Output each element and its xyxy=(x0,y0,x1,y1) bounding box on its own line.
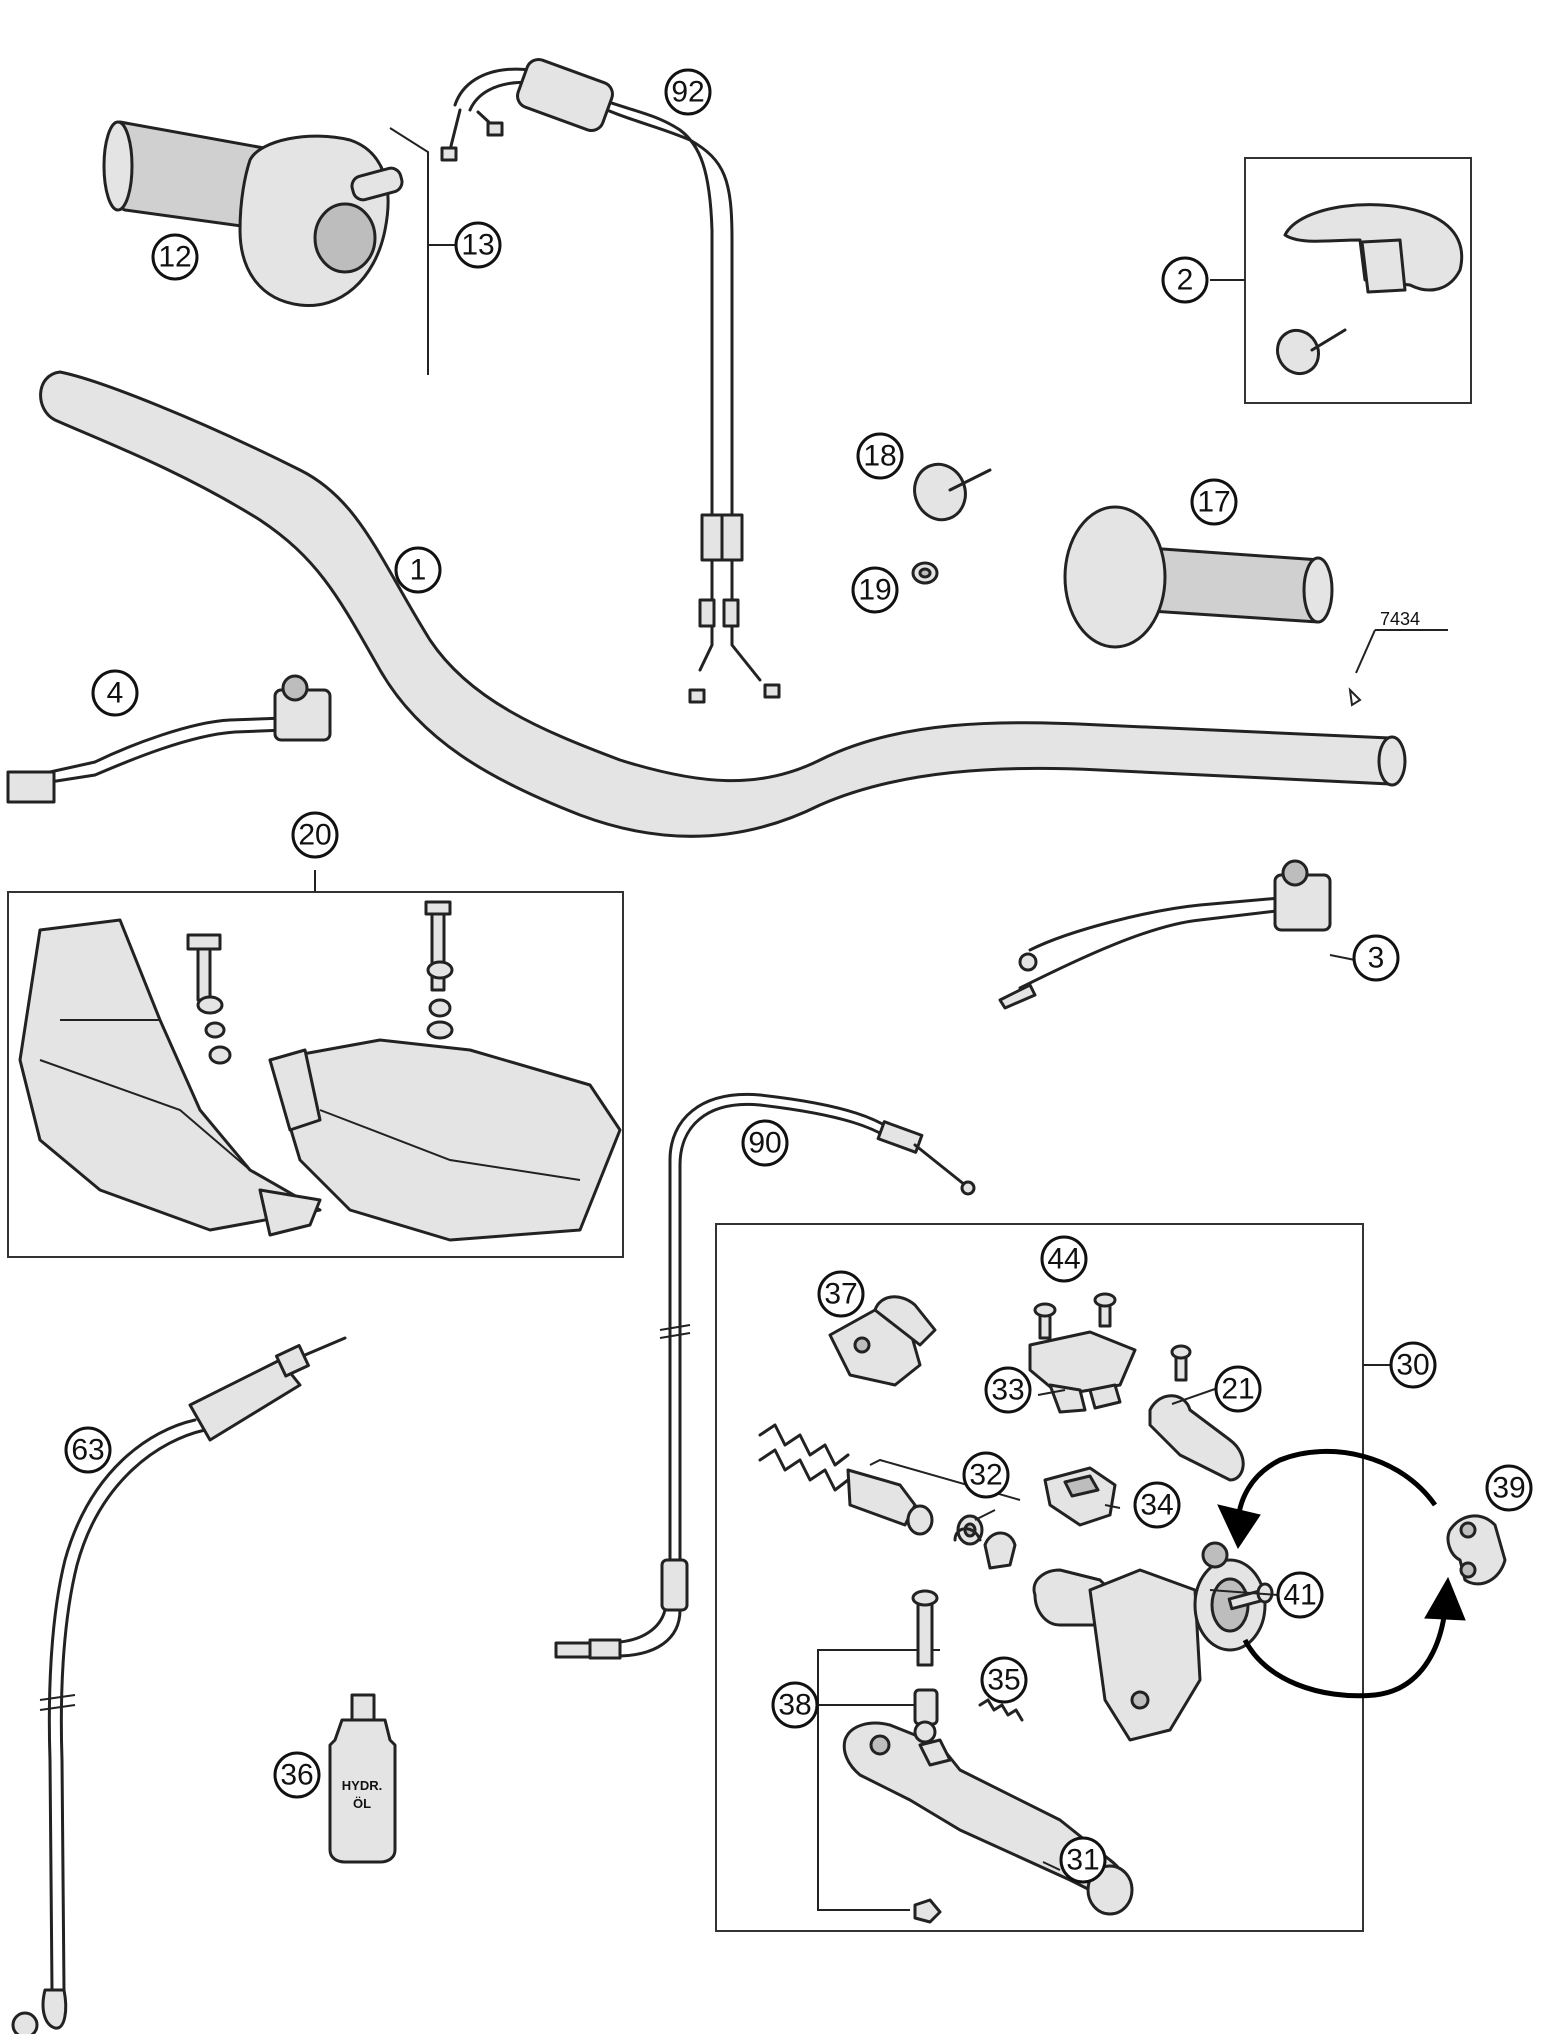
lever-pivot-hardware xyxy=(817,1589,942,1924)
callout-44: 44 xyxy=(1040,1235,1088,1283)
callout-12: 12 xyxy=(151,233,199,281)
lever-adjuster xyxy=(1148,1344,1245,1482)
svg-text:39: 39 xyxy=(1492,1472,1525,1505)
callout-39: 39 xyxy=(1485,1464,1533,1512)
svg-text:32: 32 xyxy=(969,1459,1002,1492)
svg-text:30: 30 xyxy=(1396,1349,1429,1382)
assembly-rotation-arrows xyxy=(1217,1448,1466,1699)
callout-63: 63 xyxy=(64,1426,112,1474)
handguard-right xyxy=(268,1038,622,1242)
handlebar xyxy=(39,370,1448,838)
reservoir-screws xyxy=(1033,1292,1117,1340)
svg-text:31: 31 xyxy=(1066,1844,1099,1877)
bottle-label-line1: HYDR. xyxy=(342,1778,382,1793)
bar-end-cap xyxy=(1283,203,1464,294)
svg-text:12: 12 xyxy=(158,241,191,274)
brake-line xyxy=(11,1336,347,2034)
svg-text:18: 18 xyxy=(863,440,896,473)
hydraulic-oil-bottle: HYDR. ÖL xyxy=(328,1693,397,1864)
callout-21: 21 xyxy=(1214,1365,1262,1413)
reference-code: 7434 xyxy=(1380,609,1420,629)
handlebar-clamp xyxy=(1446,1514,1507,1586)
svg-text:92: 92 xyxy=(671,76,704,109)
svg-text:17: 17 xyxy=(1197,486,1230,519)
callout-31: 31 xyxy=(1059,1836,1107,1884)
kill-switch-left xyxy=(6,674,332,804)
callout-41: 41 xyxy=(1276,1571,1324,1619)
handguard-left xyxy=(18,918,322,1237)
svg-text:20: 20 xyxy=(298,819,331,852)
callout-3: 3 xyxy=(1352,934,1400,982)
grease-drop-icon xyxy=(1348,687,1362,707)
callout-32: 32 xyxy=(962,1451,1010,1499)
master-cylinder-kit-frame xyxy=(715,1223,1364,1932)
svg-text:2: 2 xyxy=(1177,264,1194,297)
callout-1: 1 xyxy=(394,546,442,594)
reservoir-cover xyxy=(1028,1330,1137,1414)
handguard-hardware-right xyxy=(424,900,454,1040)
svg-text:44: 44 xyxy=(1047,1243,1080,1276)
cable-tie xyxy=(913,462,992,522)
callout-20: 20 xyxy=(291,811,339,859)
svg-text:63: 63 xyxy=(71,1434,104,1467)
callout-35: 35 xyxy=(980,1656,1028,1704)
callout-2: 2 xyxy=(1161,256,1209,304)
callout-90: 90 xyxy=(741,1119,789,1167)
svg-text:36: 36 xyxy=(280,1759,313,1792)
lever-spring xyxy=(978,1698,1024,1722)
svg-text:4: 4 xyxy=(107,677,124,710)
svg-text:90: 90 xyxy=(748,1127,781,1160)
throttle-cables xyxy=(440,57,781,704)
leader-lines xyxy=(974,279,1356,1871)
callout-38: 38 xyxy=(771,1681,819,1729)
svg-text:1: 1 xyxy=(410,554,427,587)
svg-text:41: 41 xyxy=(1283,1579,1316,1612)
svg-text:19: 19 xyxy=(858,574,891,607)
callout-30: 30 xyxy=(1389,1341,1437,1389)
callout-19: 19 xyxy=(851,566,899,614)
reservoir-diaphragm xyxy=(1043,1466,1117,1527)
svg-text:35: 35 xyxy=(987,1664,1020,1697)
callout-34: 34 xyxy=(1133,1481,1181,1529)
callout-33: 33 xyxy=(984,1366,1032,1414)
left-grip xyxy=(1063,505,1334,649)
callout-36: 36 xyxy=(273,1751,321,1799)
kill-switch-right xyxy=(998,859,1332,1010)
svg-text:37: 37 xyxy=(824,1278,857,1311)
clamp-bolt xyxy=(1227,1582,1274,1611)
lever-mount-bracket xyxy=(828,1295,937,1387)
svg-text:33: 33 xyxy=(991,1374,1024,1407)
cable-tie-small xyxy=(1275,328,1347,376)
callout-37: 37 xyxy=(817,1270,865,1318)
callout-13: 13 xyxy=(454,221,502,269)
throttle-housing xyxy=(238,127,455,375)
svg-text:21: 21 xyxy=(1221,1373,1254,1406)
svg-text:38: 38 xyxy=(778,1689,811,1722)
brake-lever xyxy=(842,1720,1134,1916)
clamp-ring xyxy=(911,561,939,585)
master-cylinder-body xyxy=(1032,1541,1267,1742)
svg-text:3: 3 xyxy=(1368,942,1385,975)
piston-spring xyxy=(758,1423,1021,1570)
callout-92: 92 xyxy=(664,68,712,116)
bottle-label-line2: ÖL xyxy=(353,1796,371,1811)
callout-18: 18 xyxy=(856,432,904,480)
handguard-hardware-left xyxy=(186,933,232,1065)
svg-text:13: 13 xyxy=(461,229,494,262)
svg-text:34: 34 xyxy=(1140,1489,1173,1522)
clutch-cable xyxy=(554,1092,976,1660)
callout-4: 4 xyxy=(91,669,139,717)
callout-17: 17 xyxy=(1190,478,1238,526)
